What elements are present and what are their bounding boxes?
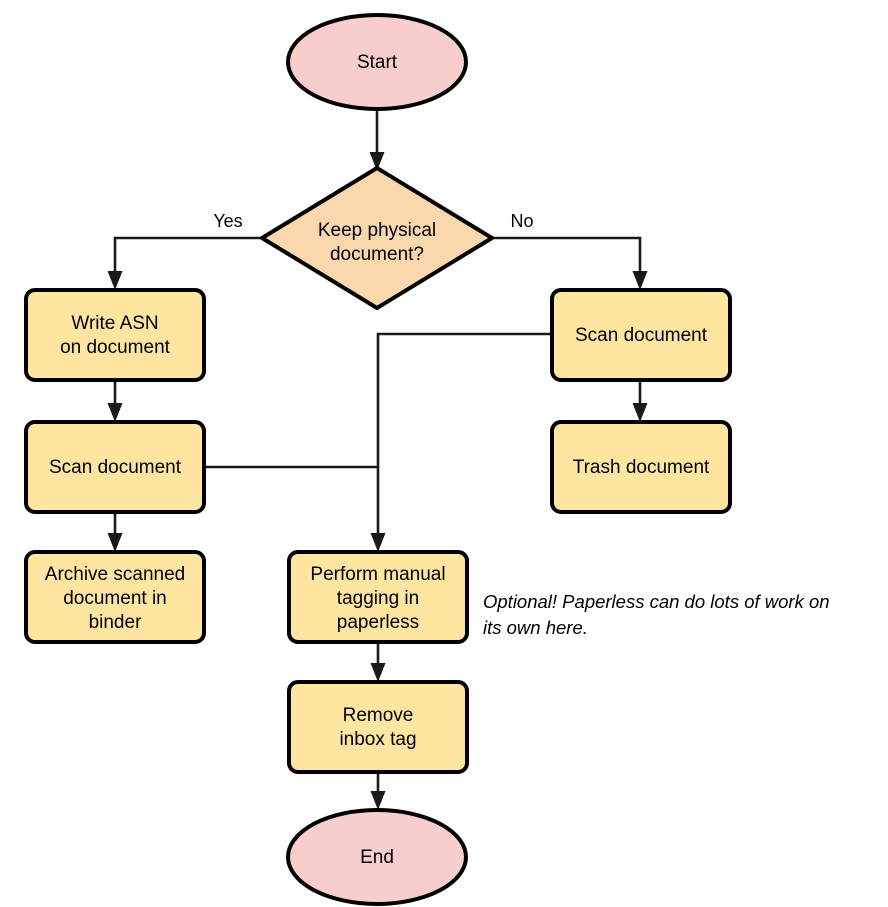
- write-asn-label-line1: Write ASN: [71, 313, 158, 334]
- node-perform-manual-tagging-in-paperless[interactable]: Perform manual tagging in paperless: [287, 550, 469, 644]
- arrowhead-icon: [370, 791, 386, 810]
- process-box-shape[interactable]: [287, 550, 469, 644]
- arrowhead-icon: [370, 533, 386, 552]
- decision-diamond-shape[interactable]: [260, 166, 494, 310]
- node-end[interactable]: End: [286, 808, 468, 906]
- edge-scan-right-to-trash: [632, 380, 648, 422]
- edge-tagging-to-remove-inbox: [370, 642, 386, 682]
- edge-line: [376, 332, 552, 541]
- process-box-shape[interactable]: [550, 288, 732, 382]
- node-trash-document[interactable]: Trash document: [550, 420, 732, 514]
- tagging-label-line1: Perform manual: [310, 564, 445, 585]
- arrowhead-icon: [369, 152, 385, 171]
- node-write-asn-on-document[interactable]: Write ASN on document: [24, 288, 206, 382]
- archive-label-line1: Archive scanned: [45, 564, 185, 585]
- edge-remove-inbox-to-end: [370, 772, 386, 810]
- decision-label-line2: document?: [330, 244, 424, 265]
- edge-scan-left-to-archive: [107, 512, 123, 552]
- start-terminator-shape[interactable]: [286, 13, 468, 111]
- edge-line: [492, 236, 642, 279]
- edge-start-to-decision: [369, 109, 385, 171]
- edges-layer: Yes No: [107, 109, 648, 810]
- annotation-optional-note: Optional! Paperless can do lots of work …: [483, 591, 830, 638]
- nodes-layer: Start Keep physical document? Write ASN …: [24, 13, 732, 906]
- trash-label: Trash document: [573, 457, 710, 478]
- optional-note-line2: its own here.: [483, 617, 588, 638]
- node-remove-inbox-tag[interactable]: Remove inbox tag: [287, 680, 469, 774]
- edge-line: [113, 236, 262, 279]
- remove-inbox-label-line2: inbox tag: [339, 729, 416, 750]
- arrowhead-icon: [107, 533, 123, 552]
- arrowhead-icon: [107, 271, 123, 290]
- node-start[interactable]: Start: [286, 13, 468, 111]
- edge-write-asn-to-scan-left: [107, 380, 123, 422]
- process-box-shape[interactable]: [550, 420, 732, 514]
- end-terminator-shape[interactable]: [286, 808, 468, 906]
- optional-note-line1: Optional! Paperless can do lots of work …: [483, 591, 830, 612]
- edge-label-no: No: [510, 211, 533, 231]
- end-label: End: [360, 847, 394, 868]
- remove-inbox-label-line1: Remove: [343, 705, 414, 726]
- process-box-shape[interactable]: [24, 420, 206, 514]
- edge-scan-right-to-tagging: [370, 332, 552, 552]
- decision-label-line1: Keep physical: [318, 220, 436, 241]
- process-box-shape[interactable]: [24, 288, 206, 382]
- edge-decision-to-scan-right: No: [492, 211, 648, 290]
- edge-label-yes: Yes: [213, 211, 242, 231]
- node-decision-keep-physical-document[interactable]: Keep physical document?: [260, 166, 494, 310]
- node-archive-scanned-document-in-binder[interactable]: Archive scanned document in binder: [24, 550, 206, 644]
- arrowhead-icon: [370, 663, 386, 682]
- scan-left-label: Scan document: [49, 457, 182, 478]
- arrowhead-icon: [632, 271, 648, 290]
- arrowhead-icon: [107, 403, 123, 422]
- tagging-label-line2: tagging in: [337, 588, 419, 609]
- start-label: Start: [357, 52, 398, 73]
- node-scan-document-left[interactable]: Scan document: [24, 420, 206, 514]
- write-asn-label-line2: on document: [60, 337, 171, 358]
- archive-label-line2: document in: [63, 588, 167, 609]
- tagging-label-line3: paperless: [337, 612, 419, 633]
- node-scan-document-right[interactable]: Scan document: [550, 288, 732, 382]
- arrowhead-icon: [632, 403, 648, 422]
- process-box-shape[interactable]: [287, 680, 469, 774]
- archive-label-line3: binder: [89, 612, 142, 633]
- process-box-shape[interactable]: [24, 550, 206, 644]
- scan-right-label: Scan document: [575, 325, 708, 346]
- edge-decision-to-write-asn: Yes: [107, 211, 262, 290]
